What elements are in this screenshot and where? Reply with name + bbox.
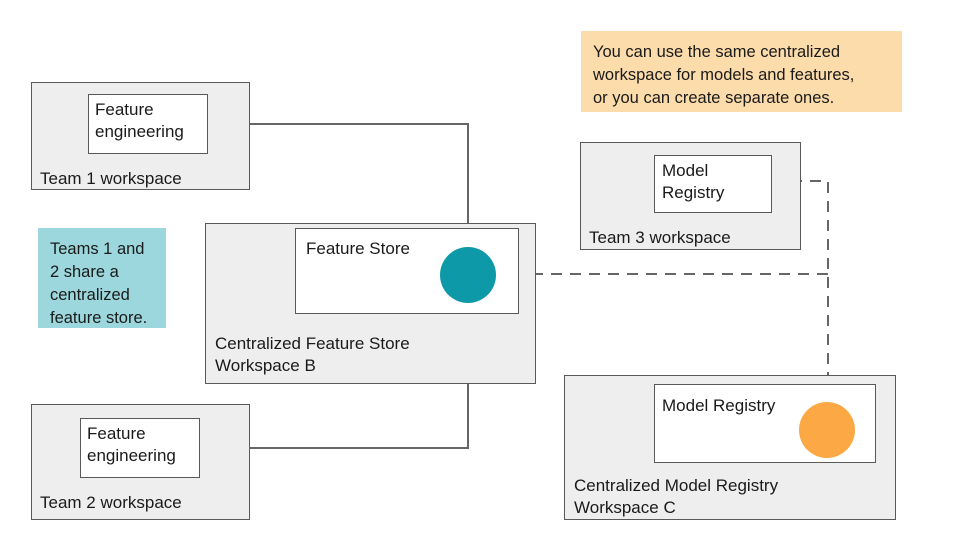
workspace-b-label: Centralized Feature Store Workspace B [215, 334, 410, 375]
team3-model-registry-box[interactable] [654, 155, 772, 213]
workspace-team3-label: Team 3 workspace [589, 228, 731, 247]
workspace-c-label: Centralized Model Registry Workspace C [574, 476, 779, 517]
team1-feature-engineering-label: Feature engineering [95, 100, 184, 141]
workspace-team2-label: Team 2 workspace [40, 493, 182, 512]
feature-store-label: Feature Store [306, 239, 410, 258]
note-same-or-separate-workspace: You can use the same centralized workspa… [581, 31, 902, 112]
model-registry-node-circle[interactable] [799, 402, 855, 458]
team1-feature-engineering-box[interactable] [88, 94, 208, 154]
note-shared-feature-store: Teams 1 and 2 share a centralized featur… [38, 228, 166, 328]
model-registry-label: Model Registry [662, 396, 776, 415]
team2-feature-engineering-box[interactable] [80, 418, 200, 478]
feature-store-node-circle[interactable] [440, 247, 496, 303]
team2-feature-engineering-label: Feature engineering [87, 424, 176, 465]
workspace-team1-label: Team 1 workspace [40, 169, 182, 188]
team3-model-registry-label: Model Registry [662, 161, 725, 202]
